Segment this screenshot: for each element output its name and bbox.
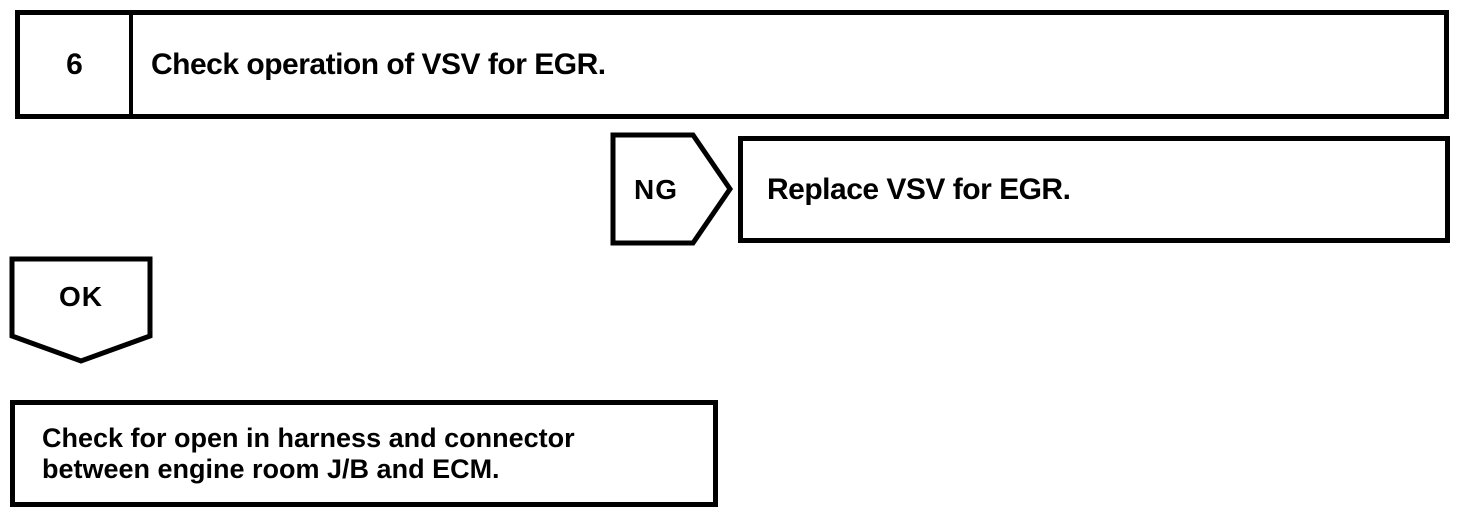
ok-action-line-1: Check for open in harness and connector <box>42 422 575 453</box>
step-number: 6 <box>20 15 133 114</box>
ng-arrow-right-icon <box>610 132 734 246</box>
ok-action-line-2: between engine room J/B and ECM. <box>42 453 500 484</box>
step-box: 6 Check operation of VSV for EGR. <box>15 10 1449 119</box>
ng-action-box: Replace VSV for EGR. <box>738 136 1450 243</box>
ng-label: NG <box>634 173 678 205</box>
ok-label: OK <box>59 281 103 312</box>
ok-arrow-down-icon <box>9 256 153 364</box>
ok-action-box: Check for open in harness and connector … <box>10 400 718 507</box>
step-title: Check operation of VSV for EGR. <box>151 47 606 81</box>
